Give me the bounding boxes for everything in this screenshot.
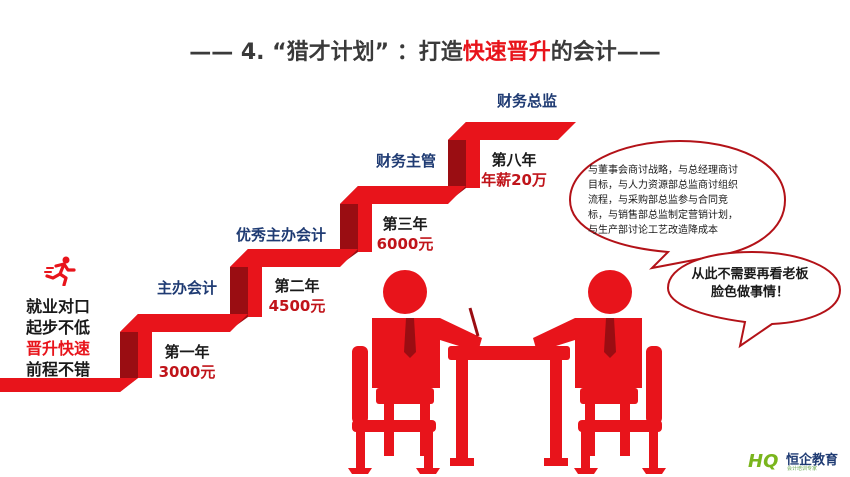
logo-name: 恒企教育 xyxy=(786,453,839,468)
year-label: 第三年 xyxy=(382,215,428,233)
stage-year-3: 第三年 6000元 xyxy=(370,214,440,254)
bubble-large-line-5: 与生产部讨论工艺改造降成本 xyxy=(588,225,718,236)
title-prefix: —— 4. “猎才计划” ：打造 xyxy=(189,40,463,65)
slogan: 就业对口 起步不低 晋升快速 前程不错 xyxy=(8,296,108,380)
pen-icon xyxy=(468,307,480,337)
stage-year-1: 第一年 3000元 xyxy=(152,342,222,382)
slogan-line-3: 晋升快速 xyxy=(25,339,90,358)
bubble-large-text: 与董事会商讨战略，与总经理商讨 目标，与人力资源部总监商讨组织 流程，与采购部总… xyxy=(588,163,778,238)
left-person-icon xyxy=(348,270,482,474)
title-highlight: 快速晋升 xyxy=(462,40,551,65)
stage-year-2: 第二年 4500元 xyxy=(262,276,332,316)
slogan-line-1: 就业对口 xyxy=(25,297,90,316)
logo-tagline: 会计培训专家 xyxy=(787,466,818,472)
speech-bubble-large xyxy=(568,139,787,270)
stair-steps xyxy=(0,122,576,392)
stage-label-1: 主办会计 xyxy=(157,279,218,297)
year-label: 第一年 xyxy=(164,343,210,361)
stage-label-2: 优秀主办会计 xyxy=(236,226,327,244)
year-label: 第八年 xyxy=(491,151,537,169)
svg-text:HQ: HQ xyxy=(748,451,778,472)
bubble-small-line-1: 从此不需要再看老板 xyxy=(691,267,809,282)
meeting-table-icon xyxy=(448,346,570,466)
bubble-large-line-4: 标，与销售部总监制定营销计划， xyxy=(588,210,738,221)
tie-icon xyxy=(604,318,616,358)
tie-icon xyxy=(404,318,416,358)
hengqi-logo-icon: HQ xyxy=(748,451,778,472)
page-title: —— 4. “猎才计划” ：打造快速晋升的会计—— xyxy=(0,34,850,66)
salary-label: 4500元 xyxy=(268,297,326,315)
bubble-large-line-1: 与董事会商讨战略，与总经理商讨 xyxy=(588,165,738,176)
slogan-line-2: 起步不低 xyxy=(25,318,90,337)
speech-bubble-small xyxy=(666,250,842,349)
salary-label: 6000元 xyxy=(376,235,434,253)
bubble-large-line-2: 目标，与人力资源部总监商讨组织 xyxy=(588,180,738,191)
stage-label-3: 财务主管 xyxy=(376,152,437,170)
stage-label-4: 财务总监 xyxy=(497,92,558,110)
running-person-icon xyxy=(44,256,76,286)
title-suffix: 的会计—— xyxy=(550,40,661,65)
slogan-line-4: 前程不错 xyxy=(25,360,90,379)
stair-risers xyxy=(120,122,466,392)
salary-label: 3000元 xyxy=(158,363,216,381)
salary-label: 年薪20万 xyxy=(481,171,547,189)
bubble-small-text: 从此不需要再看老板 脸色做事情！ xyxy=(676,266,824,302)
year-label: 第二年 xyxy=(274,277,320,295)
bubble-large-line-3: 流程，与采购部总监参与合同竞 xyxy=(588,195,728,206)
stage-year-4: 第八年 年薪20万 xyxy=(476,150,552,190)
bubble-small-line-2: 脸色做事情！ xyxy=(710,285,789,300)
